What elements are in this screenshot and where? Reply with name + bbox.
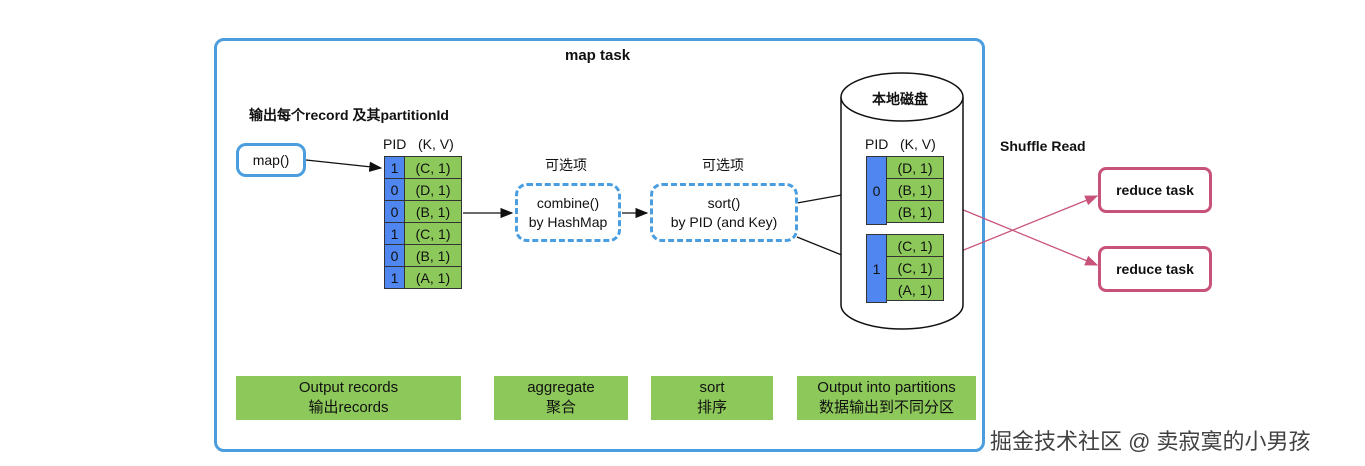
stage-sort: sort 排序 (651, 376, 773, 420)
pid-cell: 1 (384, 266, 405, 289)
pid-cell: 1 (384, 156, 405, 179)
table-row: 1(C, 1) (384, 156, 462, 179)
disk-header-kv: (K, V) (900, 136, 936, 152)
kv-cell: (C, 1) (404, 222, 462, 245)
partition0-table: (D, 1) (B, 1) (B, 1) (886, 156, 944, 223)
stage-label-cn: 排序 (696, 399, 727, 416)
stage-output-partitions: Output into partitions 数据输出到不同分区 (797, 376, 976, 420)
table-row: 0(D, 1) (384, 178, 462, 201)
map-function-box: map() (236, 143, 306, 177)
kv-cell: (C, 1) (886, 256, 944, 279)
sort-optional-label: 可选项 (702, 157, 744, 173)
kv-cell: (D, 1) (404, 178, 462, 201)
stage-aggregate: aggregate 聚合 (494, 376, 628, 420)
table-row: 0(B, 1) (384, 244, 462, 267)
kv-cell: (A, 1) (404, 266, 462, 289)
pid-cell: 0 (384, 200, 405, 223)
stage-label-cn: 输出records (308, 399, 389, 416)
combine-optional-label: 可选项 (545, 157, 587, 173)
map-task-title: map task (565, 47, 631, 64)
sort-box: sort() by PID (and Key) (650, 183, 798, 242)
combine-box: combine() by HashMap (515, 183, 621, 242)
stage-output-records: Output records 输出records (236, 376, 461, 420)
kv-cell: (C, 1) (404, 156, 462, 179)
shuffle-read-title: Shuffle Read (1000, 138, 1086, 154)
sort-line1: sort() (707, 194, 741, 211)
stage-label-en: Output records (298, 379, 399, 396)
table-row: (D, 1) (886, 156, 944, 179)
records-table: 1(C, 1) 0(D, 1) 0(B, 1) 1(C, 1) 0(B, 1) … (384, 156, 462, 289)
table-header-kv: (K, V) (418, 136, 454, 152)
table-row: (C, 1) (886, 234, 944, 257)
kv-cell: (B, 1) (404, 244, 462, 267)
kv-cell: (D, 1) (886, 156, 944, 179)
table-row: (B, 1) (886, 178, 944, 201)
partition1-table: (C, 1) (C, 1) (A, 1) (886, 234, 944, 301)
partition0-pid: 0 (866, 156, 887, 225)
partition1-pid: 1 (866, 234, 887, 303)
table-row: (C, 1) (886, 256, 944, 279)
kv-cell: (B, 1) (886, 200, 944, 223)
table-row: 1(A, 1) (384, 266, 462, 289)
stage-label-en: aggregate (527, 379, 595, 396)
kv-cell: (B, 1) (404, 200, 462, 223)
reduce-task-2: reduce task (1098, 246, 1212, 292)
stage-label-cn: 数据输出到不同分区 (818, 399, 954, 416)
kv-cell: (A, 1) (886, 278, 944, 301)
arrow-partition0-to-reduce2 (943, 201, 1099, 266)
stage-label-cn: 聚合 (545, 399, 576, 416)
output-caption: 输出每个record 及其partitionId (249, 107, 449, 123)
arrow-map-to-table (305, 159, 383, 172)
pid-cell: 1 (384, 222, 405, 245)
pid-cell: 0 (384, 178, 405, 201)
kv-cell: (C, 1) (886, 234, 944, 257)
sort-line2: by PID (and Key) (670, 213, 778, 230)
watermark: 掘金技术社区 @ 卖寂寞的小男孩 (990, 429, 1311, 454)
table-row: 1(C, 1) (384, 222, 462, 245)
kv-cell: (B, 1) (886, 178, 944, 201)
table-row: (A, 1) (886, 278, 944, 301)
stage-label-en: Output into partitions (817, 379, 956, 396)
disk-title: 本地磁盘 (872, 91, 928, 107)
pid-cell: 0 (384, 244, 405, 267)
stage-label-en: sort (699, 379, 725, 396)
table-header-pid: PID (383, 136, 407, 152)
table-row: (B, 1) (886, 200, 944, 223)
combine-line1: combine() (536, 194, 600, 211)
map-task-container (214, 38, 985, 452)
table-row: 0(B, 1) (384, 200, 462, 223)
arrow-partition1-to-reduce1 (943, 195, 1099, 259)
disk-header-pid: PID (865, 136, 889, 152)
combine-line2: by HashMap (528, 213, 608, 230)
reduce-task-1: reduce task (1098, 167, 1212, 213)
